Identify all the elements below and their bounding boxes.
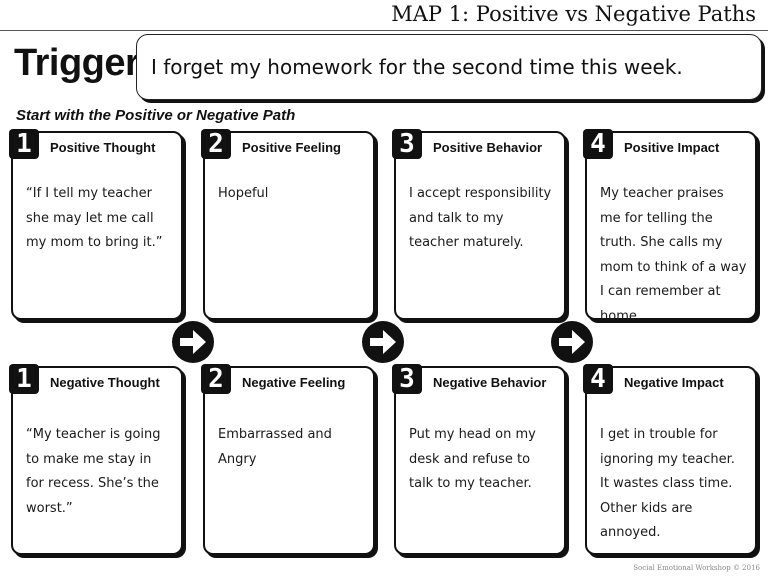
- card-title: Negative Behavior: [433, 375, 547, 390]
- card-body: Hopeful: [218, 186, 269, 201]
- step-number-badge: 4: [583, 364, 613, 394]
- arrow-right-circle-icon: [172, 321, 214, 363]
- negative-thought-card: 1 Negative Thought “My teacher is going …: [9, 364, 183, 555]
- positive-behavior-card: 3 Positive Behavior I accept responsibil…: [392, 129, 566, 320]
- negative-impact-card: 4 Negative Impact I get in trouble for i…: [583, 364, 757, 555]
- title-divider: [0, 30, 768, 31]
- positive-thought-card: 1 Positive Thought “If I tell my teacher…: [9, 129, 183, 320]
- negative-feeling-card: 2 Negative Feeling Embarrassed and Angry: [201, 364, 375, 555]
- trigger-text: I forget my homework for the second time…: [151, 55, 683, 79]
- card-title: Positive Behavior: [433, 140, 543, 155]
- arrow-right-circle-icon: [551, 321, 593, 363]
- step-number-badge: 2: [201, 364, 231, 394]
- step-number-badge: 1: [9, 129, 39, 159]
- card-body: “My teacher is going to make me stay in …: [26, 427, 161, 516]
- step-number-badge: 1: [9, 364, 39, 394]
- card-title: Positive Feeling: [242, 140, 341, 155]
- arrow-right-circle-icon: [362, 321, 404, 363]
- trigger-label: Trigger: [14, 42, 140, 84]
- card-title: Negative Thought: [50, 375, 160, 390]
- card-title: Positive Thought: [50, 140, 156, 155]
- card-title: Positive Impact: [624, 140, 720, 155]
- card-body: “If I tell my teacher she may let me cal…: [26, 186, 163, 250]
- positive-feeling-card: 2 Positive Feeling Hopeful: [201, 129, 375, 320]
- step-number-badge: 2: [201, 129, 231, 159]
- trigger-box: I forget my homework for the second time…: [136, 34, 762, 100]
- copyright-footer: Social Emotional Workshop © 2016: [633, 564, 760, 572]
- card-title: Negative Impact: [624, 375, 724, 390]
- step-number-badge: 4: [583, 129, 613, 159]
- card-body: I get in trouble for ignoring my teacher…: [600, 427, 735, 540]
- step-number-badge: 3: [392, 129, 422, 159]
- step-number-badge: 3: [392, 364, 422, 394]
- instructions-text: Start with the Positive or Negative Path: [16, 107, 296, 124]
- map-title: MAP 1: Positive vs Negative Paths: [391, 2, 756, 26]
- positive-impact-card: 4 Positive Impact My teacher praises me …: [583, 129, 757, 324]
- negative-behavior-card: 3 Negative Behavior Put my head on my de…: [392, 364, 566, 555]
- card-body: I accept responsibility and talk to my t…: [409, 186, 552, 250]
- card-body: Put my head on my desk and refuse to tal…: [409, 427, 536, 491]
- card-title: Negative Feeling: [242, 375, 346, 390]
- card-body: My teacher praises me for telling the tr…: [600, 186, 747, 324]
- card-body: Embarrassed and Angry: [218, 427, 332, 467]
